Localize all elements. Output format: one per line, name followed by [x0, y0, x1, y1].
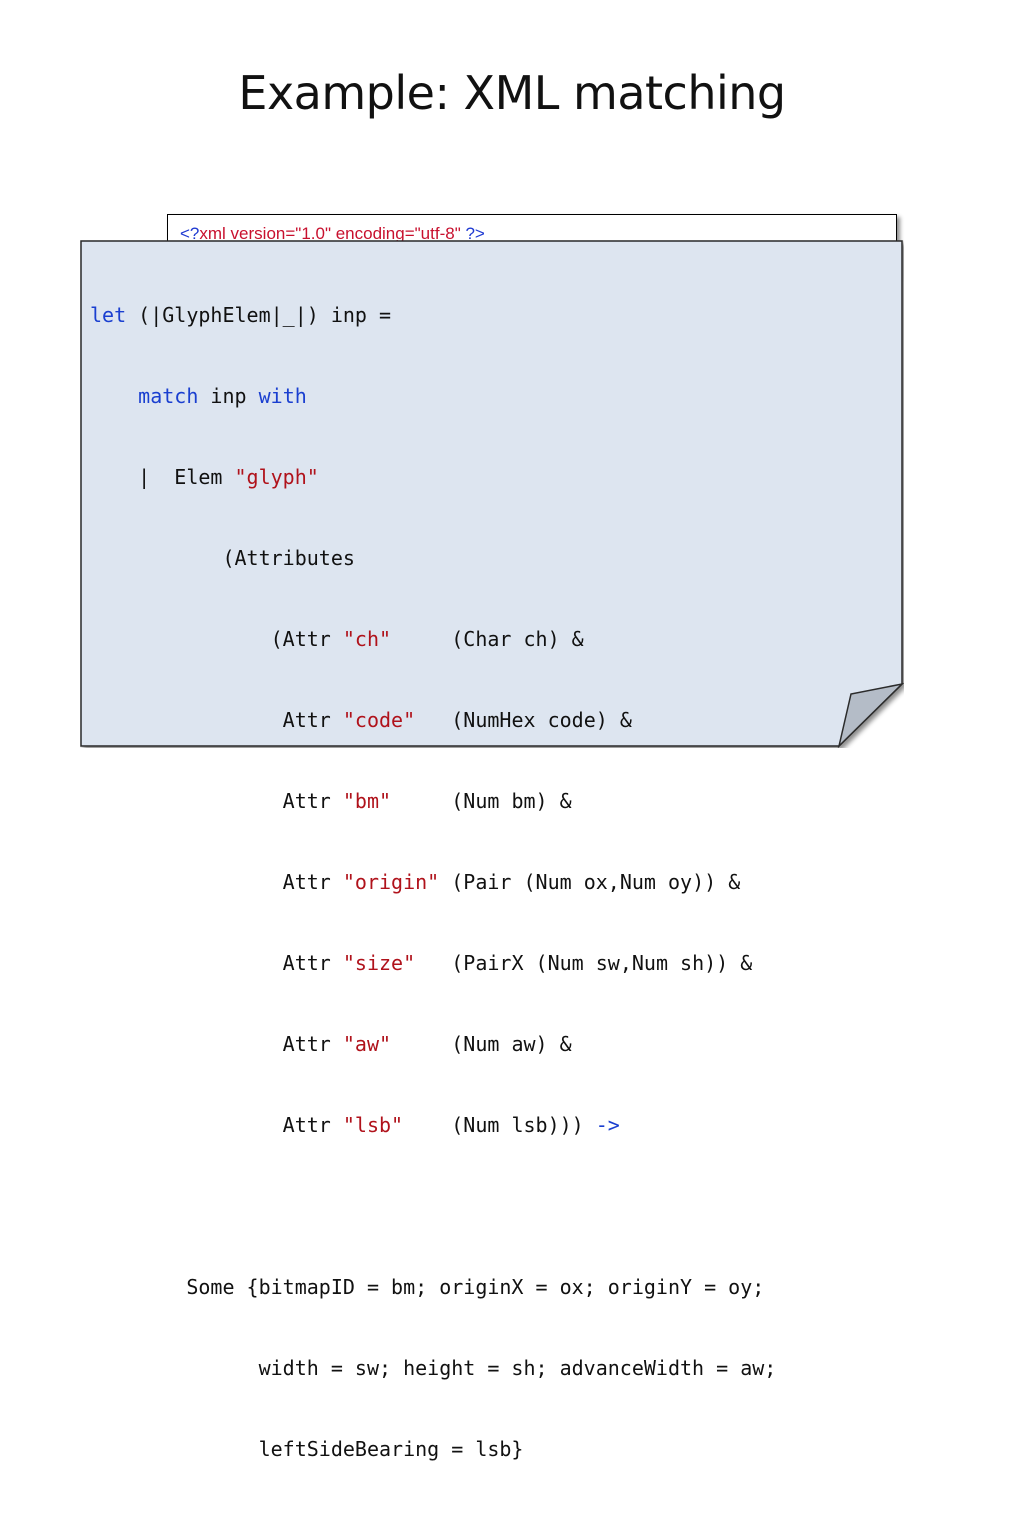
blank-line — [90, 1193, 776, 1220]
arrow-token: -> — [595, 1113, 620, 1137]
code-line: match inp with — [138, 384, 307, 408]
xml-decl-open: <? — [180, 224, 200, 243]
xml-decl-body: xml version="1.0" encoding="utf-8" — [199, 224, 466, 243]
code-line: Some {bitmapID = bm; originX = ox; origi… — [90, 1275, 765, 1299]
page-fold-corner — [837, 682, 904, 748]
attr-line: Attr "code" (NumHex code) & — [90, 708, 632, 732]
slide-title: Example: XML matching — [238, 66, 786, 120]
code-card: let (|GlyphElem|_|) inp = match inp with… — [80, 240, 904, 1461]
attr-line: Attr "size" (PairX (Num sw,Num sh)) & — [90, 951, 753, 975]
attr-line: Attr "bm" (Num bm) & — [90, 789, 572, 813]
attr-line: Attr "origin" (Pair (Num ox,Num oy)) & — [90, 870, 741, 894]
attr-line: Attr "lsb" (Num lsb))) -> — [90, 1113, 620, 1137]
code-line: | Elem "glyph" — [90, 465, 319, 489]
xml-declaration: <?xml version="1.0" encoding="utf-8" ?> — [180, 224, 485, 244]
folded-page-shape — [80, 240, 904, 748]
code-line: (Attributes — [90, 546, 355, 570]
attr-line: (Attr "ch" (Char ch) & — [90, 627, 584, 651]
xml-decl-close: ?> — [465, 224, 485, 243]
code-line: leftSideBearing = lsb} — [90, 1437, 524, 1461]
fsharp-code-block: let (|GlyphElem|_|) inp = match inp with… — [90, 248, 776, 1517]
attr-line: Attr "aw" (Num aw) & — [90, 1032, 572, 1056]
code-line: width = sw; height = sh; advanceWidth = … — [90, 1356, 777, 1380]
code-line: let (|GlyphElem|_|) inp = — [90, 303, 392, 327]
